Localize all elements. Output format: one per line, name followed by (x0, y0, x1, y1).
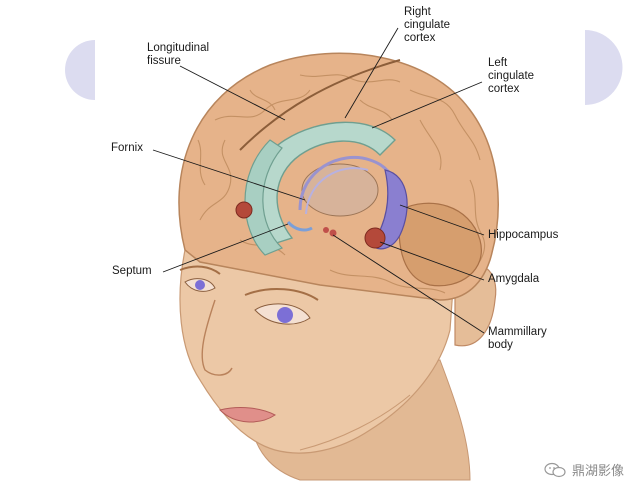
thalamus (301, 163, 379, 217)
nose (201, 299, 233, 376)
label-fornix: Fornix (111, 142, 143, 154)
label-amygdala: Amygdala (488, 273, 540, 285)
hippocampus-shape (371, 169, 408, 250)
cingulate-gyrus-right (244, 139, 284, 256)
leader-lines (152, 27, 485, 334)
label-right-cingulate-cortex: Right cingulate cortex (404, 6, 451, 44)
cerebellum (398, 202, 482, 287)
left-side-tab (65, 40, 95, 100)
mammillary-shape (329, 229, 337, 237)
eyes (184, 278, 311, 325)
longitudinal-fissure-line (239, 59, 401, 151)
amygdala-shape (364, 227, 386, 249)
right-side-tab (585, 30, 623, 105)
label-left-cingulate-cortex: Left cingulate cortex (488, 57, 535, 95)
label-mammillary-body: Mammillary body (488, 326, 547, 351)
mouth (219, 407, 276, 423)
wechat-icon (544, 462, 566, 477)
label-hippocampus: Hippocampus (488, 229, 559, 241)
label-septum: Septum (112, 265, 152, 277)
watermark: 鼎湖影像 (544, 460, 624, 479)
amygdala-left-shape (235, 201, 253, 219)
label-longitudinal-fissure: Longitudinal fissure (147, 42, 210, 67)
septum-shape (286, 220, 313, 232)
watermark-text: 鼎湖影像 (571, 464, 624, 479)
